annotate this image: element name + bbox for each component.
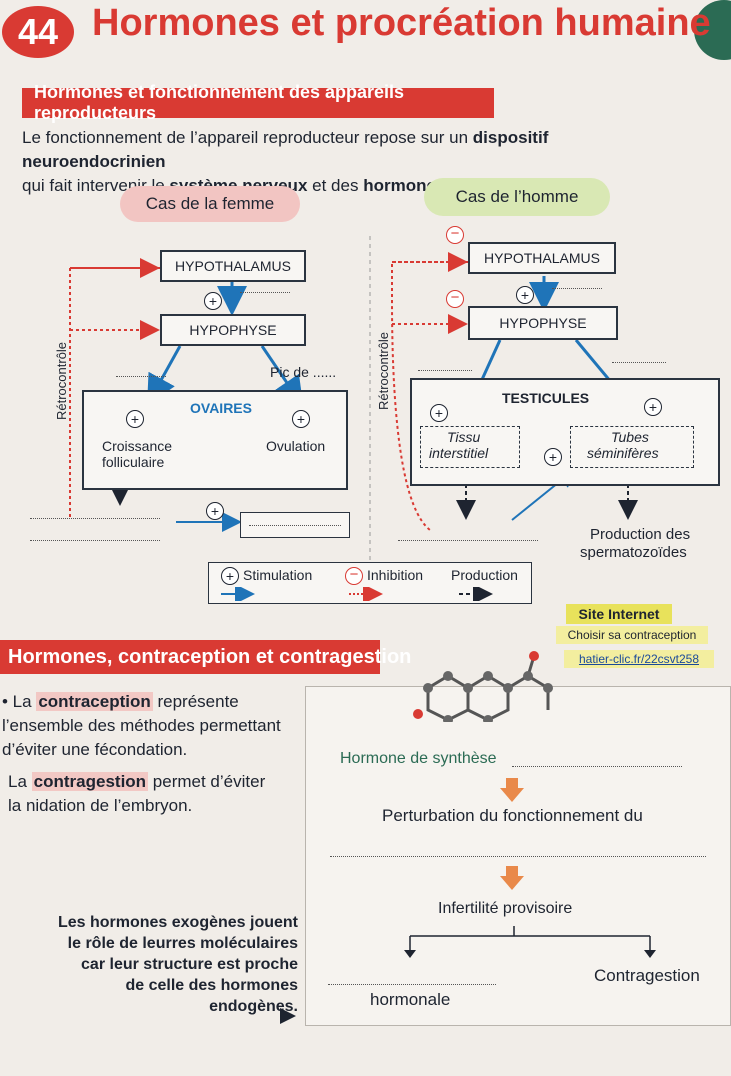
legend-arrows [221,587,493,601]
perturbation-blank-line [330,856,706,857]
intro-text: et des [312,176,359,195]
production-label-line2: spermatozoïdes [580,544,687,561]
legend-stimulation: Stimulation [243,567,313,583]
tissu-box: Tissu interstitiel [420,426,520,468]
tubes-box: Tubes séminifères [570,426,694,468]
interstitiel-label: interstitiel [429,445,489,461]
infertilite-label: Infertilité provisoire [438,900,573,917]
production-label-line1: Production des [590,526,691,543]
section1-title: Hormones et fonctionnement des appareils… [22,82,494,123]
contraception-post: représente [157,692,239,711]
contraception-line2: l’ensemble des méthodes permettant [2,716,281,735]
female-blank-box [240,512,350,538]
male-case-label: Cas de l’homme [424,178,610,216]
male-minus-icon-top: − [446,226,464,244]
exogenes-line1: Les hormones exogènes jouent [57,914,298,931]
legend-production: Production [451,567,518,583]
perturbation-label: Perturbation du fonctionnement du [382,806,643,825]
female-blank-line [249,525,341,526]
orange-down-arrow-icon [500,866,524,890]
croissance-label: Croissance [102,438,173,454]
chapter-number: 44 [2,6,74,58]
testicules-box: TESTICULES Tissu interstitiel Tubes sémi… [410,378,720,486]
intro-text: Le fonctionnement de l’appareil reproduc… [22,128,469,147]
ovaries-plus-left-icon: + [126,410,144,428]
contragestion-pre: La [8,772,27,791]
female-blank-line [30,518,160,519]
site-internet-label: Site Internet [566,604,672,624]
testicules-plus-center-icon: + [544,448,562,466]
female-retro-label: Rétrocontrôle [54,341,69,420]
male-hypothalamus-box: HYPOTHALAMUS [468,242,616,274]
exogenes-line4: de celle des hormones [125,977,298,994]
site-url-link[interactable]: hatier-clic.fr/22csvt258 [564,650,714,668]
exogenes-text: Les hormones exogènes jouent le rôle de … [20,912,298,1017]
male-blank-line [612,362,666,363]
exogenes-line3: car leur structure est proche [81,956,298,973]
contraception-pre: • La [2,692,32,711]
contragestion-word: contragestion [31,772,149,791]
tubes-label: Tubes [611,429,649,445]
female-hypophyse-box: HYPOPHYSE [160,314,306,346]
female-blank-line [240,292,290,293]
testicules-plus-right-icon: + [644,398,662,416]
legend-minus-icon: − [345,567,363,585]
ovulation-label: Ovulation [266,438,326,454]
intro-bold-dispositif: dispositif neuroendocrinien [22,128,549,171]
ovaries-label: OVAIRES [190,400,252,416]
female-stimulation-plus-icon: + [206,502,224,520]
male-retro-label: Rétrocontrôle [376,331,391,410]
male-minus-icon-mid: − [446,290,464,308]
tissu-label: Tissu [447,429,481,445]
female-pic-label: Pic de ...... [270,364,337,380]
pointer-arrow-icon [280,1008,296,1024]
section2-title: Hormones, contraception et contragestion [0,640,411,674]
contragestion-output-label: Contragestion [594,966,700,985]
molecule-icon [413,651,553,722]
contragestion-line2: la nidation de l’embryon. [8,796,193,815]
contragestion-blank-line [328,984,496,985]
split-arrows [404,926,656,958]
contraception-word: contraception [36,692,153,711]
male-blank-line [418,370,472,371]
diagram-legend: + Stimulation − Inhibition Production [208,562,532,604]
testicules-label: TESTICULES [502,390,590,406]
contragestion-post: permet d’éviter [152,772,266,791]
legend-plus-icon: + [221,567,239,585]
exogenes-line2: le rôle de leurres moléculaires [67,935,298,952]
male-blank-line [552,288,602,289]
male-retro-line [391,261,468,531]
male-hypophyse-box: HYPOPHYSE [468,306,618,340]
folliculaire-label: folliculaire [102,454,165,470]
female-blank-line [116,376,166,377]
ovaries-box: OVAIRES Croissance folliculaire Ovulatio… [82,390,348,490]
synthese-label: Hormone de synthèse [340,750,497,767]
male-plus-icon: + [516,286,534,304]
contragestion-text: La contragestion permet d’éviter la nida… [8,770,308,818]
seminiferes-label: séminifères [587,445,659,461]
synthese-blank-line [512,766,682,767]
female-hypothalamus-box: HYPOTHALAMUS [160,250,306,282]
hormonale-label: hormonale [370,990,451,1009]
legend-inhibition: Inhibition [367,567,424,583]
exogenes-line5: endogènes. [209,998,298,1015]
male-blank-line [398,540,538,541]
chapter-title: Hormones et procréation humaine [92,2,711,44]
female-plus-icon: + [204,292,222,310]
contraception-text: • La contraception représente l’ensemble… [2,690,302,762]
ovaries-plus-right-icon: + [292,410,310,428]
contraception-line3: d’éviter une fécondation. [2,740,188,759]
testicules-plus-left-icon: + [430,404,448,422]
site-choose-text: Choisir sa contraception [556,626,708,644]
female-case-label: Cas de la femme [120,186,300,222]
female-blank-line [30,540,160,541]
orange-down-arrow-icon [500,778,524,802]
